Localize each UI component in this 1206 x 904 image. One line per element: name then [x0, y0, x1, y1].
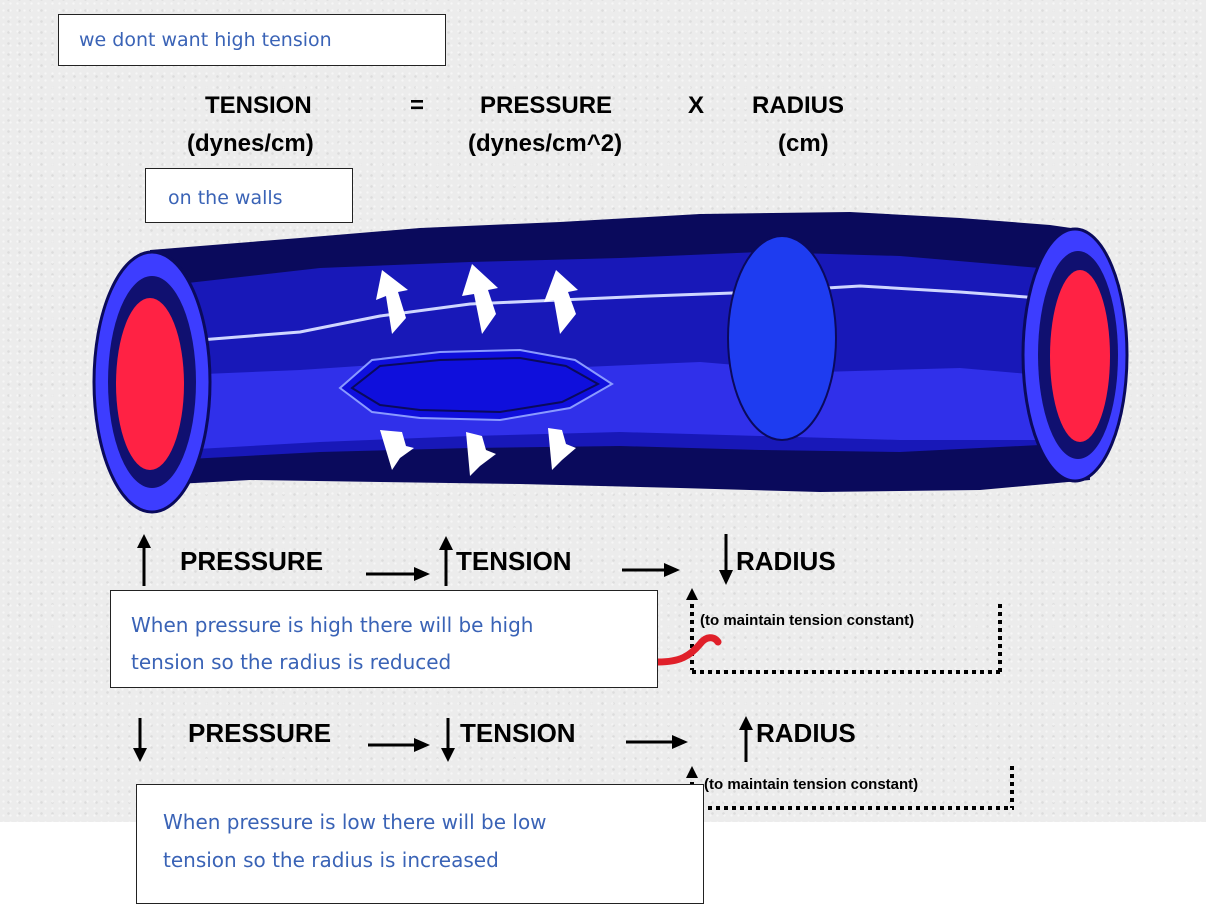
note-low-pressure: When pressure is low there will be low t… [136, 784, 704, 904]
row-low-tension: TENSION [460, 718, 576, 749]
note-low-pressure-line1: When pressure is low there will be low [163, 803, 703, 841]
row-low-radius: RADIUS [756, 718, 856, 749]
note-low-pressure-line2: tension so the radius is increased [163, 841, 703, 879]
row-low-pressure: PRESSURE [188, 718, 331, 749]
row-low-note: (to maintain tension constant) [704, 776, 918, 793]
